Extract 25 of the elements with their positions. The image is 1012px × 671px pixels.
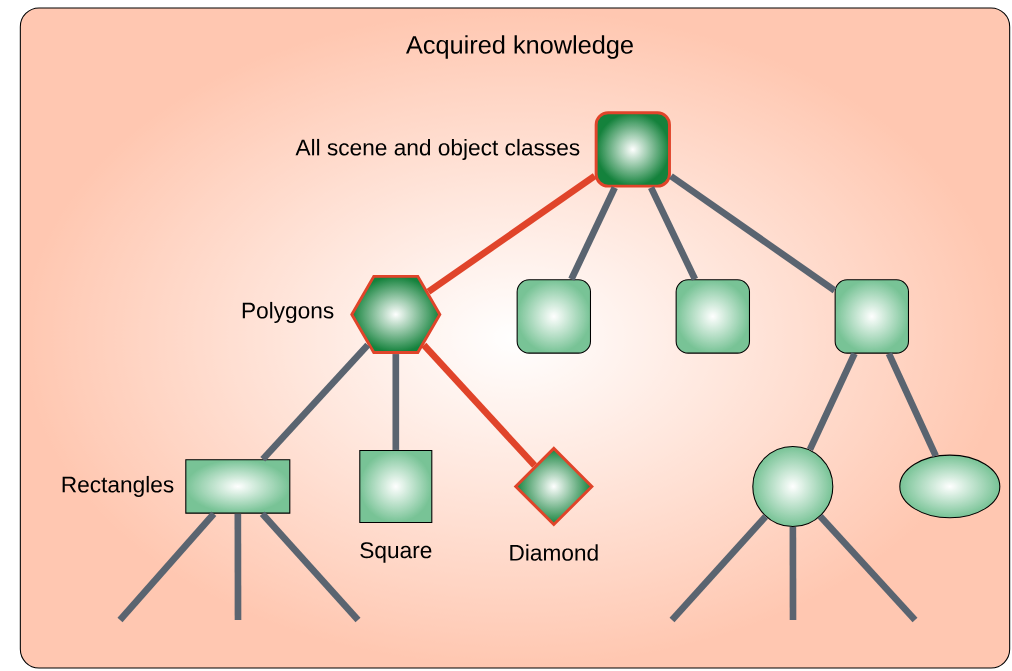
rounded-box: All scene and object classes — [295, 111, 671, 188]
node-label: All scene and object classes — [295, 138, 580, 161]
connector-line — [426, 173, 597, 295]
hexagon: Polygons — [242, 274, 442, 355]
connector-line — [669, 173, 837, 294]
connector-line — [669, 514, 769, 623]
connector-line — [117, 511, 217, 623]
connector-line — [260, 342, 371, 462]
connector-line — [648, 186, 698, 281]
node-label: Polygons — [242, 301, 334, 324]
node-label: Square — [360, 542, 432, 563]
connector-line — [234, 513, 242, 621]
rounded-box — [834, 279, 909, 354]
connector-line — [817, 514, 918, 623]
circle-shape — [752, 445, 834, 527]
connector-line — [259, 511, 361, 623]
rounded-box — [675, 279, 750, 354]
connector-line — [568, 186, 618, 281]
connector-line — [806, 352, 858, 452]
connector-line — [421, 342, 538, 468]
connector-line — [885, 352, 939, 458]
node-label: Diamond — [510, 544, 598, 561]
ellipse-shape — [899, 454, 1001, 519]
node-label: Rectangles — [62, 475, 174, 498]
rounded-box — [516, 279, 591, 354]
